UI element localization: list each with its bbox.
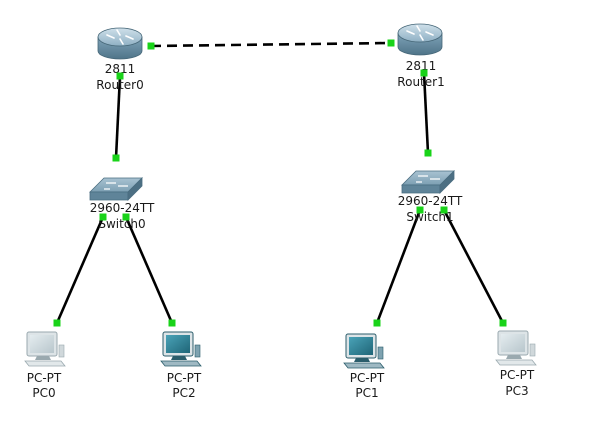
port-status-light-pc3 [499,319,507,327]
router-icon [397,23,443,56]
device-model-label: PC-PT [167,371,202,385]
link-switch0-pc0[interactable] [55,216,105,324]
link-switch0-pc2[interactable] [124,216,174,324]
device-name-label: Switch0 [98,217,145,231]
device-model-label: PC-PT [27,371,62,385]
router-icon [97,27,143,60]
pc-icon [160,331,202,367]
ports-layer [53,39,507,327]
port-status-light-router1 [387,39,395,47]
pc-icon [24,331,66,367]
device-model-label: 2811 [406,59,437,73]
device-name-label: PC1 [355,386,378,400]
link-switch1-pc3[interactable] [442,209,505,324]
switch-switch0[interactable]: 2960-24TT Switch0 [89,177,155,231]
device-model-label: PC-PT [350,371,385,385]
port-status-light-switch1 [416,206,424,214]
port-status-light-switch0 [122,213,130,221]
port-status-light-switch1 [440,206,448,214]
device-name-label: Router0 [96,78,143,92]
pc-pc3[interactable]: PC-PT PC3 [495,330,537,398]
device-name-label: PC0 [32,386,55,400]
device-name-label: Router1 [397,75,444,89]
pc-icon [343,333,385,369]
link-switch1-pc1[interactable] [375,209,422,324]
port-status-light-switch0 [99,213,107,221]
port-status-light-pc2 [168,319,176,327]
port-status-light-router1 [420,69,428,77]
device-name-label: PC3 [505,384,528,398]
link-router1-switch1[interactable] [422,72,430,154]
links-layer [55,41,505,324]
port-status-light-switch1 [424,149,432,157]
port-status-light-router0 [147,42,155,50]
port-status-light-router0 [116,72,124,80]
switch-icon [401,170,455,194]
device-model-label: 2811 [105,62,136,76]
devices-layer: 2811Router02811Router12960-24TTSwitch029… [24,23,537,400]
port-status-light-pc0 [53,319,61,327]
device-model-label: PC-PT [500,368,535,382]
port-status-light-switch0 [112,154,120,162]
pc-icon [495,330,537,366]
device-model-label: 2960-24TT [90,201,155,215]
device-name-label: PC2 [172,386,195,400]
link-router0-router1[interactable] [150,41,392,48]
port-status-light-pc1 [373,319,381,327]
switch-icon [89,177,143,201]
link-router0-switch0[interactable] [114,75,122,159]
device-model-label: 2960-24TT [398,194,463,208]
